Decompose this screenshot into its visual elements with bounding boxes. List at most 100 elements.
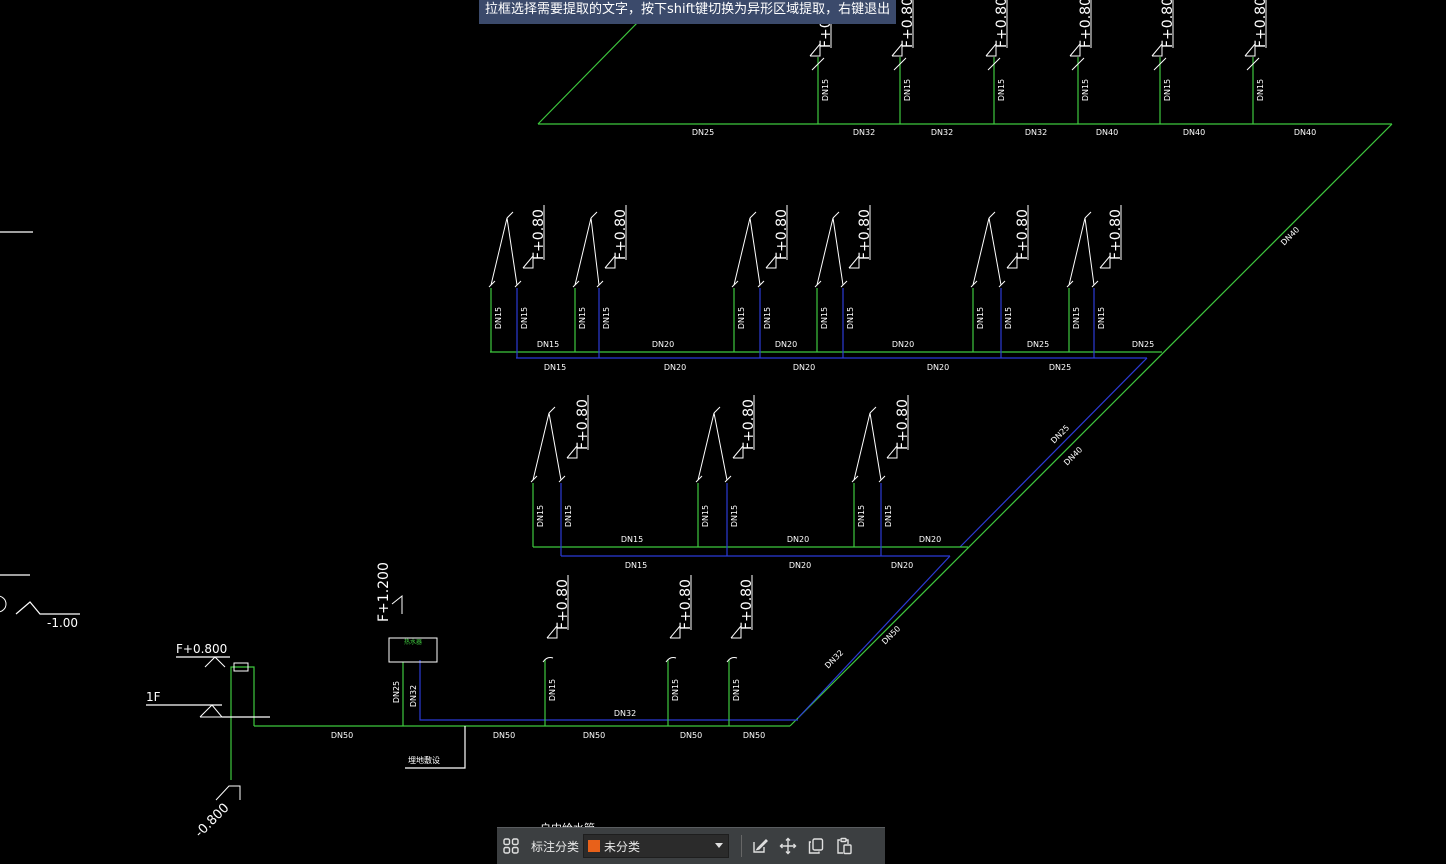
elevation-label: F+0.80	[575, 399, 591, 450]
elevation-triangle	[391, 594, 403, 614]
section-circle	[0, 595, 7, 613]
fixture-symbol	[749, 211, 757, 219]
pipe-size-label: DN15	[857, 505, 866, 527]
pipe-size-label: DN40	[1062, 445, 1084, 467]
elevation-label: F+0.800	[176, 642, 227, 656]
valve-tick	[1091, 280, 1099, 288]
pipe-size-label: DN15	[544, 363, 566, 372]
pipe-size-label: DN40	[1096, 128, 1118, 137]
fixture-symbol	[832, 211, 840, 219]
pipe-size-label: DN15	[884, 505, 893, 527]
pipe-size-label: DN32	[1025, 128, 1047, 137]
pipe-size-label: DN25	[1027, 340, 1049, 349]
elevation-label: -1.00	[47, 616, 78, 630]
pipe-size-label: DN50	[331, 731, 353, 740]
bury-note: 埋地敷设	[408, 755, 440, 765]
pipe-size-label: DN40	[1294, 128, 1316, 137]
elevation-triangle	[732, 444, 744, 459]
copy-icon[interactable]	[802, 832, 830, 860]
valve-tick	[998, 280, 1006, 288]
elevation-triangle	[730, 624, 742, 639]
fixture-symbol	[574, 217, 600, 286]
elevation-triangle	[1069, 42, 1081, 57]
valve-tick	[878, 475, 886, 483]
grid-icon[interactable]	[497, 832, 525, 860]
pipe-size-label: DN15	[548, 679, 557, 701]
elevation-triangle	[1151, 42, 1163, 57]
fixture-symbol	[816, 217, 844, 286]
elevation-triangle	[522, 254, 534, 269]
pipe-size-label: DN15	[1004, 307, 1013, 329]
elevation-triangle	[215, 785, 241, 801]
fixture-symbol	[532, 412, 562, 481]
category-label: 标注分类	[531, 839, 580, 854]
pipe-size-label: DN15	[1081, 79, 1090, 101]
valve-tick	[811, 57, 825, 71]
pipe-size-label: DN15	[494, 307, 503, 329]
inlet-riser	[230, 666, 255, 780]
pipe-size-label: DN20	[793, 363, 815, 372]
fixture-symbol	[853, 412, 882, 481]
elevation-label: F+0.80	[555, 579, 571, 630]
fixture-symbol	[665, 657, 677, 663]
category-select[interactable]: 未分类	[583, 834, 730, 858]
move-icon[interactable]	[774, 832, 802, 860]
category-swatch	[588, 840, 601, 852]
valve-tick	[1066, 280, 1074, 288]
elevation-label: F+0.80	[531, 209, 547, 260]
valve-tick	[695, 475, 703, 483]
fixture-symbol	[1068, 217, 1095, 286]
pipe-size-label: DN15	[821, 79, 830, 101]
pipe-size-label: DN25	[1049, 363, 1071, 372]
pipe-size-label: DN15	[621, 535, 643, 544]
pipe-size-label: DN15	[520, 307, 529, 329]
pipe-size-label: DN15	[671, 679, 680, 701]
elevation-label: F+0.80	[774, 209, 790, 260]
riser-diagonal-blue	[797, 555, 951, 719]
elevation-triangle	[604, 254, 616, 269]
fixture-symbol	[548, 406, 556, 414]
elevation-label: F+0.80	[1108, 209, 1124, 260]
extract-tooltip: 拉框选择需要提取的文字，按下shift键切换为异形区域提取，右键退出	[479, 0, 897, 24]
fixture-symbol	[590, 211, 598, 219]
elevation-triangle	[985, 42, 997, 57]
elevation-triangle	[1244, 42, 1256, 57]
pipe-size-label: DN50	[493, 731, 515, 740]
valve-tick	[970, 280, 978, 288]
pipe-size-label: DN20	[787, 535, 809, 544]
fixture-symbol	[542, 657, 554, 663]
elevation-label: F+0.80	[895, 399, 911, 450]
pipe-size-label: DN20	[664, 363, 686, 372]
valve-tick	[893, 57, 907, 71]
fixture-symbol	[972, 217, 1002, 286]
toolbar-divider	[741, 835, 743, 857]
pipe-size-label: DN25	[392, 681, 401, 703]
valve-tick	[1071, 57, 1085, 71]
main-pipe-top	[537, 19, 641, 125]
chevron-down-icon	[714, 839, 724, 853]
elevation-label: F+0.80	[741, 399, 757, 450]
elevation-label: F+0.80	[678, 579, 694, 630]
elevation-triangle	[566, 444, 578, 459]
pipe-size-label: DN15	[737, 307, 746, 329]
pipe-size-label: DN15	[1256, 79, 1265, 101]
edit-icon[interactable]	[746, 832, 774, 860]
valve-tick	[1246, 57, 1260, 71]
valve-tick	[731, 280, 739, 288]
paste-icon[interactable]	[830, 832, 858, 860]
pipe-size-label: DN25	[1049, 423, 1071, 445]
water-heater-label: 热水器	[404, 638, 422, 646]
pipe-size-label: DN40	[1279, 225, 1301, 247]
elevation-triangle	[546, 624, 558, 639]
valve-tick	[558, 475, 566, 483]
elevation-label: F+0.80	[1078, 0, 1094, 48]
pipe-size-label: DN32	[853, 128, 875, 137]
pipe-size-label: DN15	[820, 307, 829, 329]
pipe-size-label: DN15	[564, 505, 573, 527]
valve-tick	[1153, 57, 1167, 71]
valve-tick	[840, 280, 848, 288]
pipe-size-label: DN32	[409, 685, 418, 707]
pipe-size-label: DN20	[927, 363, 949, 372]
pipe-size-label: DN20	[652, 340, 674, 349]
